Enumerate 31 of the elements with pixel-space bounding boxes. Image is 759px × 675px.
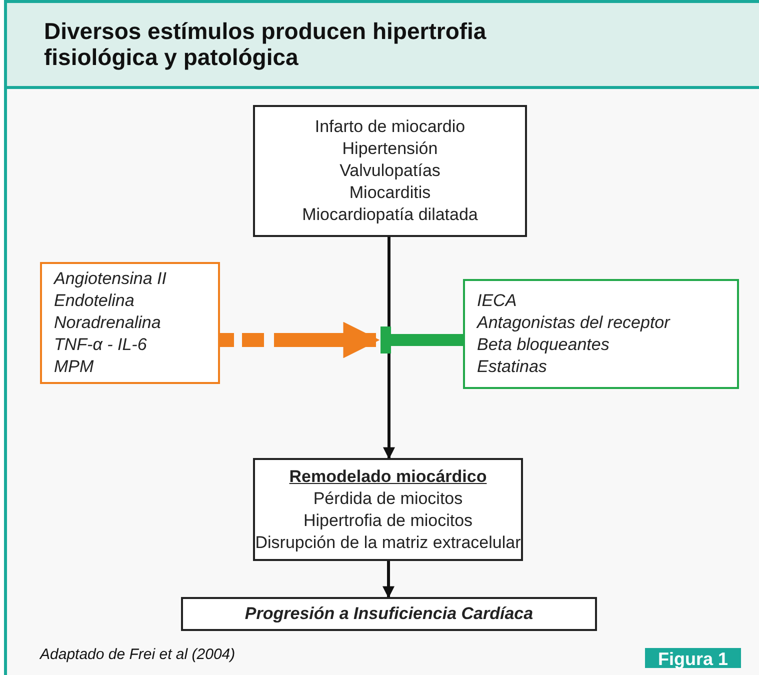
- box-text: Progresión a Insuficiencia Cardíaca: [244, 603, 534, 625]
- remodeling-box: [253, 458, 523, 561]
- box-text: Valvulopatías: [340, 160, 440, 182]
- box-text: Antagonistas del receptor: [477, 312, 670, 334]
- box-text: Hipertrofia de miocitos: [303, 510, 473, 532]
- box-text: Estatinas: [477, 356, 547, 378]
- box-text: Endotelina: [54, 290, 134, 312]
- box-text: Pérdida de miocitos: [313, 488, 463, 510]
- arrow: [382, 561, 394, 598]
- box-text: Miocarditis: [349, 182, 431, 204]
- treatment-box: [463, 279, 739, 389]
- source-note: Adaptado de Frei et al (2004): [40, 646, 236, 663]
- box-text: Noradrenalina: [54, 312, 161, 334]
- title: Diversos estímulos producen hipertrofia fisiológica y patológica: [44, 18, 488, 70]
- figure-tag: Figura 1: [645, 648, 741, 668]
- box-text: Disrupción de la matriz extracelular: [255, 532, 521, 554]
- box-text: MPM: [54, 356, 94, 378]
- box-text: Miocardiopatía dilatada: [302, 204, 478, 226]
- outcome-box: [181, 597, 597, 631]
- mediator-box: [40, 262, 220, 384]
- box-text: Beta bloqueantes: [477, 334, 610, 356]
- box-text: Infarto de miocardio: [314, 116, 466, 138]
- inhibition-line: [380, 326, 463, 354]
- box-heading: Remodelado miocárdico: [289, 466, 487, 488]
- stimulus-box: [253, 105, 527, 237]
- arrow: [383, 237, 395, 460]
- box-text: Hipertensión: [342, 138, 438, 160]
- arrow: [220, 322, 380, 358]
- box-text: Angiotensina II: [54, 268, 166, 290]
- box-text: IECA: [477, 290, 517, 312]
- box-text: TNF-α - IL-6: [54, 334, 147, 356]
